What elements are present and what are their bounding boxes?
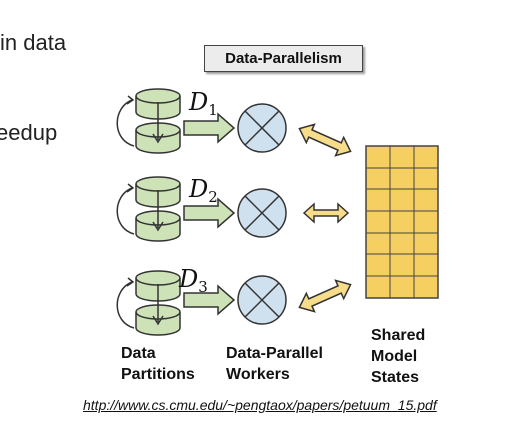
data-partition-3	[116, 270, 181, 336]
data-flow-arrow-2	[183, 197, 236, 229]
label-line: Partitions	[121, 366, 195, 383]
label-line: Model	[371, 348, 418, 365]
slide-text-fragment: eedup	[0, 120, 58, 145]
worker-3	[237, 275, 287, 325]
worker-2	[237, 188, 287, 238]
data-partitions-label: Data Partitions	[121, 343, 195, 385]
label-line: Workers	[226, 366, 290, 383]
data-flow-arrow-3	[183, 284, 236, 316]
shared-states-label: Shared Model States	[371, 325, 425, 388]
paper-link[interactable]: http://www.cs.cmu.edu/~pengtaox/papers/p…	[83, 397, 437, 413]
partition-label-3: D3	[178, 265, 208, 296]
label-line: States	[371, 369, 420, 386]
label-line: Data	[121, 345, 156, 362]
data-flow-arrow-1	[183, 112, 236, 144]
label-line: Shared	[371, 327, 426, 344]
partition-label-1: D1	[188, 88, 218, 119]
partition-label-2: D2	[188, 175, 218, 206]
label-line: Data-Parallel	[226, 345, 323, 362]
shared-model-state-grid	[365, 145, 439, 299]
sync-arrow-1	[298, 123, 352, 157]
data-partition-2	[116, 176, 181, 242]
diagram-title: Data-Parallelism	[204, 45, 363, 72]
sync-arrow-3	[298, 279, 352, 313]
workers-label: Data-Parallel Workers	[226, 343, 323, 385]
data-partition-1	[116, 88, 181, 154]
sync-arrow-2	[302, 202, 350, 224]
worker-1	[237, 103, 287, 153]
slide-text-fragment: in data	[0, 30, 67, 55]
